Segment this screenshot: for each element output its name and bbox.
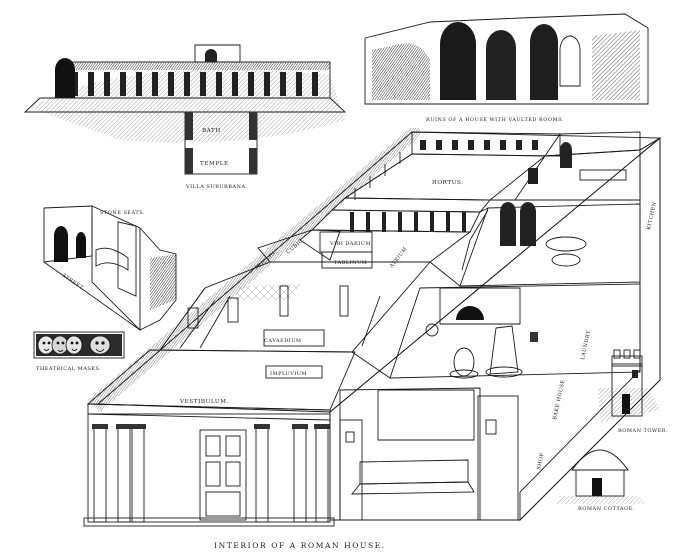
masks-vignette: THEATRICAL MASKS. (33, 331, 125, 372)
bake-house-label: BAKE HOUSE (552, 379, 566, 420)
kitchen-label: KITCHEN (646, 201, 658, 230)
ruins-vignette: RUINS OF A HOUSE WITH VAULTED ROOMS. (364, 13, 649, 123)
villa-colonnade (72, 72, 318, 96)
street-label: STREET (61, 273, 85, 292)
atrium-label: ATRIUM (388, 246, 409, 270)
impluvium-label: IMPLUVIUM (270, 371, 307, 377)
atrium-side-rooms (159, 285, 381, 351)
ruins-title: RUINS OF A HOUSE WITH VAULTED ROOMS. (426, 117, 564, 123)
roman-tower-vignette: ROMAN TOWER. (598, 349, 668, 434)
temple-label: TEMPLE (200, 161, 229, 167)
viridarium-label: VIRI DARIUM (329, 241, 371, 247)
hortus-windows (420, 140, 538, 150)
hortus-colonnade (354, 152, 401, 200)
house-cutaway: HORTUS. VIRI DARIUM TABLINUM TRICLIN. CU… (83, 128, 662, 527)
villa-vignette: BATH TEMPLE VILLA SUBURBANA. (23, 44, 347, 190)
bath-label: BATH (202, 128, 221, 134)
stone-seats-title: STONE SEATS. (100, 210, 145, 216)
cottage-title: ROMAN COTTAGE. (578, 506, 635, 512)
hortus-label: HORTUS. (432, 180, 464, 186)
shop-label: SHOP (536, 452, 545, 470)
villa-title: VILLA SUBURBANA. (185, 184, 248, 190)
vestibulum-label: VESTIBULUM. (179, 399, 229, 405)
front-columns (92, 424, 330, 523)
stone-seats-vignette: STONE SEATS. STREET (43, 205, 177, 332)
tower-title: ROMAN TOWER. (618, 428, 668, 434)
plate-caption: INTERIOR OF A ROMAN HOUSE. (214, 541, 386, 550)
roman-cottage-vignette: ROMAN COTTAGE. (556, 449, 646, 512)
laundry-label: LAUNDRY (580, 330, 592, 361)
peristyle-columns (350, 212, 466, 232)
masks-title: THEATRICAL MASKS. (36, 366, 101, 372)
tablinum-label: TABLINUM (334, 260, 367, 266)
cavaedium-label: CAVAEDIUM (264, 338, 302, 344)
